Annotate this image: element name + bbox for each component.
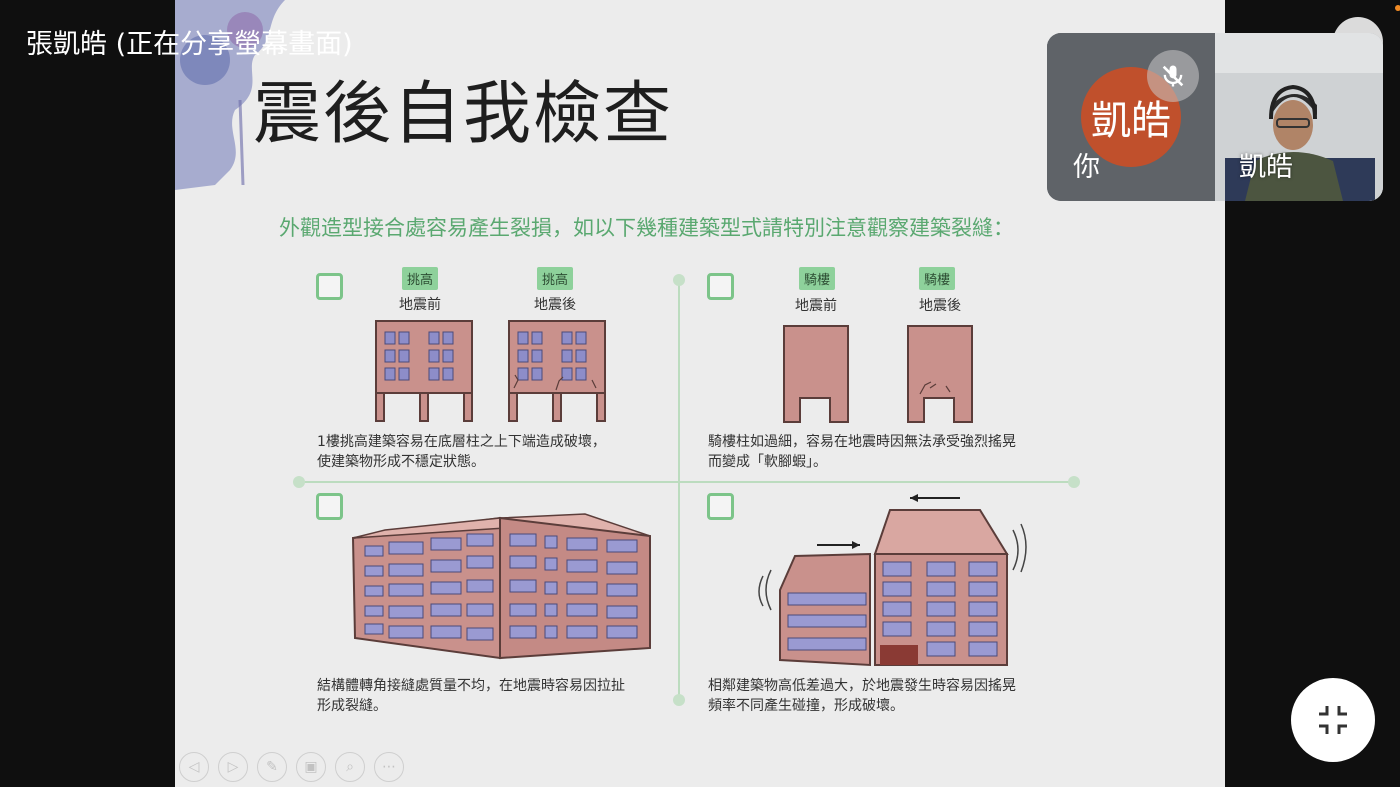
tag-label: 騎樓 (919, 267, 956, 290)
checkbox-tall-first-floor (316, 273, 343, 300)
remote-name-label: 凱皓 (1239, 152, 1293, 183)
tag-label: 挑高 (537, 267, 574, 290)
ink-splash-decoration (175, 0, 285, 190)
checkbox-corner-joint (316, 493, 343, 520)
participant-panel: 凱皓 你 凱皓 (1047, 33, 1383, 201)
horizontal-divider (299, 481, 1074, 483)
exit-fullscreen-button[interactable] (1291, 678, 1375, 762)
description-line: 相鄰建築物高低差過大，於地震發生時容易因搖晃 (708, 678, 1016, 694)
panel-description: 結構體轉角接縫處質量不均，在地震時容易因拉扯 形成裂縫。 (317, 676, 625, 716)
caption-before: 地震前 (399, 297, 441, 313)
more-icon[interactable]: ⋯ (374, 752, 404, 782)
checkbox-arcade (707, 273, 734, 300)
caption-after: 地震後 (534, 297, 576, 313)
vertical-divider (678, 280, 680, 700)
mic-off-icon (1147, 50, 1199, 102)
panel-description: 1樓挑高建築容易在底層柱之上下端造成破壞， 使建築物形成不穩定狀態。 (317, 432, 606, 472)
description-line: 而變成「軟腳蝦」。 (708, 454, 827, 470)
slide-title: 震後自我檢查 (253, 75, 674, 154)
previous-icon[interactable]: ◁ (179, 752, 209, 782)
slide-toolbar: ◁ ▷ ✎ ▣ ⌕ ⋯ (179, 752, 404, 782)
mic-off-icon-glyph (1162, 65, 1184, 87)
tall-first-floor-diagram (375, 320, 606, 422)
pen-icon[interactable]: ✎ (257, 752, 287, 782)
description-line: 1樓挑高建築容易在底層柱之上下端造成破壞， (317, 434, 606, 450)
description-line: 使建築物形成不穩定狀態。 (317, 454, 485, 470)
tag-label: 騎樓 (799, 267, 836, 290)
panel-description: 騎樓柱如過細，容易在地震時因無法承受強烈搖晃 而變成「軟腳蝦」。 (708, 432, 1016, 472)
description-line: 頻率不同產生碰撞，形成破壞。 (708, 698, 904, 714)
remote-video-tile[interactable]: 凱皓 (1215, 33, 1383, 201)
slides-icon[interactable]: ▣ (296, 752, 326, 782)
next-icon[interactable]: ▷ (218, 752, 248, 782)
self-tile[interactable]: 凱皓 你 (1047, 33, 1215, 201)
self-name-label: 你 (1073, 152, 1100, 183)
divider-dot (1068, 476, 1080, 488)
divider-dot (673, 694, 685, 706)
description-line: 騎樓柱如過細，容易在地震時因無法承受強烈搖晃 (708, 434, 1016, 450)
description-line: 形成裂縫。 (317, 698, 387, 714)
slide-subtitle: 外觀造型接合處容易產生裂損，如以下幾種建築型式請特別注意觀察建築裂縫： (279, 216, 1014, 240)
caption-before: 地震前 (795, 298, 837, 314)
arcade-diagram (783, 325, 973, 423)
description-line: 結構體轉角接縫處質量不均，在地震時容易因拉扯 (317, 678, 625, 694)
presenter-label: 張凱皓 (正在分享螢幕畫面) (26, 29, 353, 60)
l-shaped-building-diagram (351, 513, 651, 660)
tag-label: 挑高 (402, 267, 439, 290)
divider-dot (293, 476, 305, 488)
avatar: 凱皓 (1081, 67, 1181, 167)
adjacent-buildings-diagram (758, 494, 1027, 667)
recording-indicator (1395, 5, 1400, 11)
panel-description: 相鄰建築物高低差過大，於地震發生時容易因搖晃 頻率不同產生碰撞，形成破壞。 (708, 676, 1016, 716)
checkbox-height-difference (707, 493, 734, 520)
zoom-icon[interactable]: ⌕ (335, 752, 365, 782)
remote-video-feed (1215, 33, 1383, 201)
exit-fullscreen-icon (1319, 706, 1347, 734)
divider-dot (673, 274, 685, 286)
caption-after: 地震後 (919, 298, 961, 314)
